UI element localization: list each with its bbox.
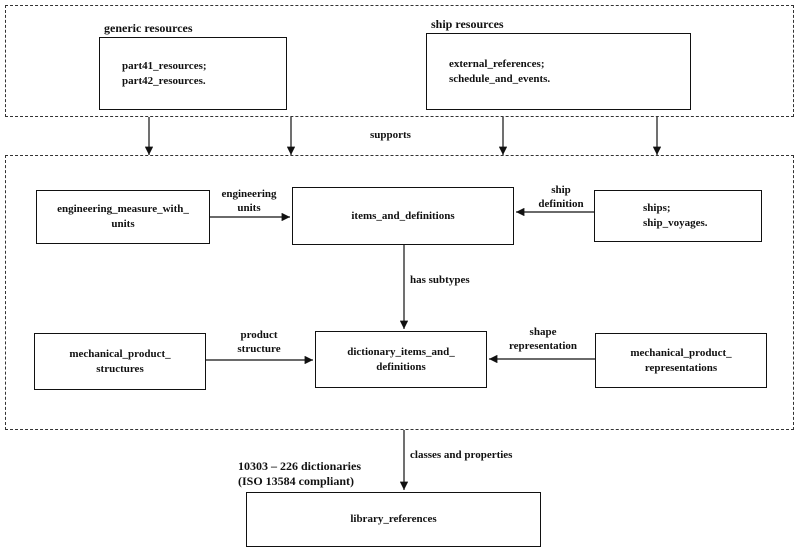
- generic-resource-item: part42_resources.: [122, 74, 206, 87]
- dictionaries-note-line: (ISO 13584 compliant): [238, 474, 355, 488]
- engineering-units-line: units: [237, 202, 261, 214]
- mechanical-product-structures-line: structures: [96, 362, 144, 375]
- ship-resource-item: external_references;: [449, 57, 545, 70]
- shape-representation-line: shape: [529, 326, 557, 338]
- ships-box: ships; ship_voyages.: [594, 190, 762, 242]
- dictionary-items-line: dictionary_items_and_: [347, 345, 455, 358]
- supports-label: supports: [370, 129, 411, 141]
- engineering-measure-line: engineering_measure_with_: [57, 203, 189, 215]
- ship-definition-line: definition: [538, 198, 584, 210]
- product-structure-label: product structure: [224, 328, 294, 356]
- classes-and-properties-label: classes and properties: [410, 449, 513, 461]
- mechanical-product-representations-line: mechanical_product_: [630, 346, 732, 359]
- shape-representation-label: shape representation: [498, 325, 588, 353]
- ship-resources-box: external_references; schedule_and_events…: [426, 33, 691, 110]
- engineering-units-label: engineering units: [214, 187, 284, 215]
- engineering-measure-line: units: [111, 218, 135, 230]
- library-references-box: library_references: [246, 492, 541, 547]
- ship-definition-line: ship: [551, 184, 571, 196]
- ships-line: ships;: [643, 202, 671, 214]
- mechanical-product-representations-box: mechanical_product_ representations: [595, 333, 767, 388]
- mechanical-product-representations-line: representations: [644, 361, 718, 374]
- ships-line: ship_voyages.: [643, 217, 708, 229]
- shape-representation-line: representation: [508, 340, 578, 352]
- dictionaries-note: 10303 – 226 dictionaries (ISO 13584 comp…: [238, 459, 361, 489]
- engineering-units-line: engineering: [221, 188, 277, 200]
- dictionary-items-line: definitions: [376, 360, 426, 373]
- generic-resources-box: part41_resources; part42_resources.: [99, 37, 287, 110]
- mechanical-product-structures-box: mechanical_product_ structures: [34, 333, 206, 390]
- has-subtypes-label: has subtypes: [410, 274, 470, 286]
- resources-region: [5, 5, 794, 117]
- mechanical-product-structures-line: mechanical_product_: [69, 347, 171, 360]
- dictionaries-note-line: 10303 – 226 dictionaries: [238, 459, 361, 473]
- generic-resource-item: part41_resources;: [122, 59, 207, 72]
- ship-resource-item: schedule_and_events.: [449, 72, 551, 85]
- engineering-measure-box: engineering_measure_with_ units: [36, 190, 210, 244]
- items-and-definitions-box: items_and_definitions: [292, 187, 514, 245]
- product-structure-line: product: [240, 329, 278, 341]
- ship-resources-heading: ship resources: [431, 17, 504, 31]
- product-structure-line: structure: [237, 343, 281, 355]
- dictionary-items-box: dictionary_items_and_ definitions: [315, 331, 487, 388]
- ship-definition-label: ship definition: [528, 183, 594, 211]
- modules-region: [5, 155, 794, 430]
- generic-resources-heading: generic resources: [104, 21, 193, 35]
